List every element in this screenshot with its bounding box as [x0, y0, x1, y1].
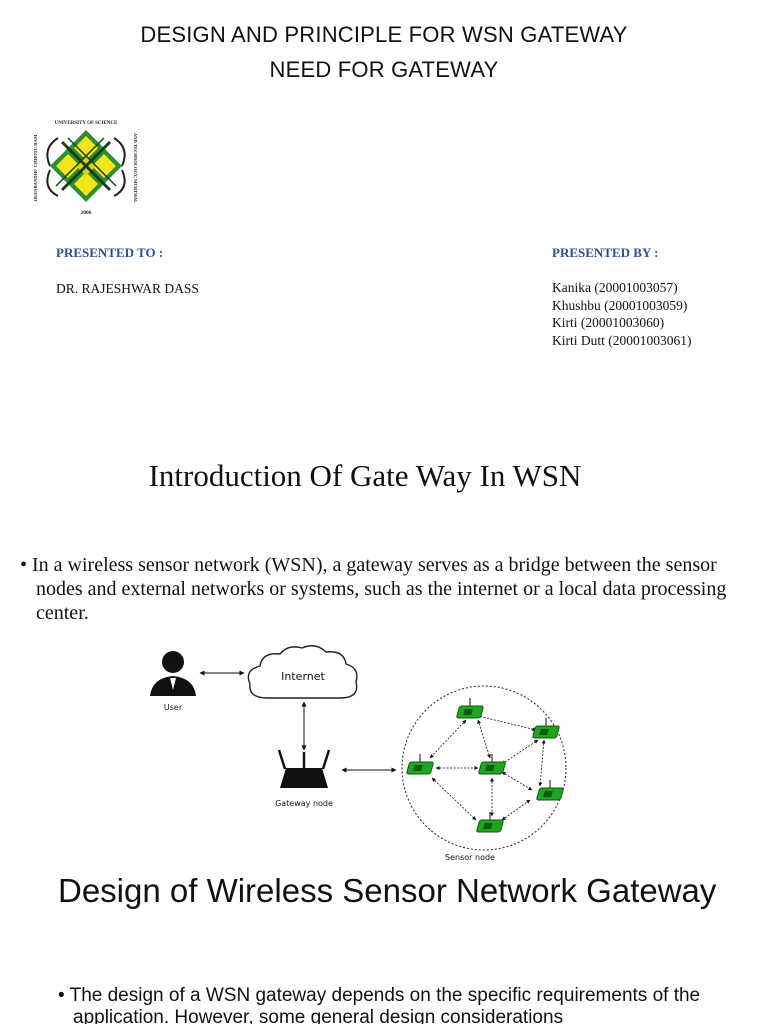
internet-cloud-icon — [247, 645, 358, 699]
internet-label: Internet — [281, 670, 325, 683]
user-label: User — [164, 703, 183, 712]
svg-text:2006: 2006 — [81, 210, 92, 216]
sensor-node-label: Sensor node — [445, 853, 495, 862]
member-item: Khushbu (20001003059) — [552, 297, 688, 313]
page-title-line-1: DESIGN AND PRINCIPLE FOR WSN GATEWAY — [140, 22, 628, 47]
page-title-line-2: NEED FOR GATEWAY — [269, 57, 499, 82]
svg-text:UNIVERSITY OF SCIENCE: UNIVERSITY OF SCIENCE — [55, 121, 118, 126]
university-logo: UNIVERSITY OF SCIENCE DEENBANDHU CHHOTU … — [33, 121, 138, 216]
presented-to-label: PRESENTED TO : — [56, 245, 164, 260]
svg-text:AND TECHNOLOGY, MURTHAL: AND TECHNOLOGY, MURTHAL — [133, 133, 138, 203]
presented-by-list: Kanika (20001003057) Khushbu (2000100305… — [552, 279, 692, 349]
intro-bullet: • In a wireless sensor network (WSN), a … — [20, 554, 727, 624]
gateway-label: Gateway node — [275, 799, 333, 808]
presented-to-name: DR. RAJESHWAR DASS — [56, 281, 199, 296]
design-heading: Design of Wireless Sensor Network Gatewa… — [58, 872, 717, 909]
member-item: Kanika (20001003057) — [552, 280, 678, 295]
member-item: Kirti (20001003060) — [552, 315, 665, 330]
design-bullet: • The design of a WSN gateway depends on… — [58, 985, 701, 1024]
wsn-diagram: User Internet Gateway node — [150, 645, 567, 862]
presented-by-label: PRESENTED BY : — [552, 245, 659, 260]
sensor-links — [429, 712, 546, 821]
member-item: Kirti Dutt (20001003061) — [552, 332, 692, 348]
gateway-router-icon — [277, 749, 331, 788]
user-icon — [150, 651, 196, 696]
svg-text:DEENBANDHU CHHOTU RAM: DEENBANDHU CHHOTU RAM — [33, 134, 38, 201]
intro-heading: Introduction Of Gate Way In WSN — [148, 458, 582, 493]
